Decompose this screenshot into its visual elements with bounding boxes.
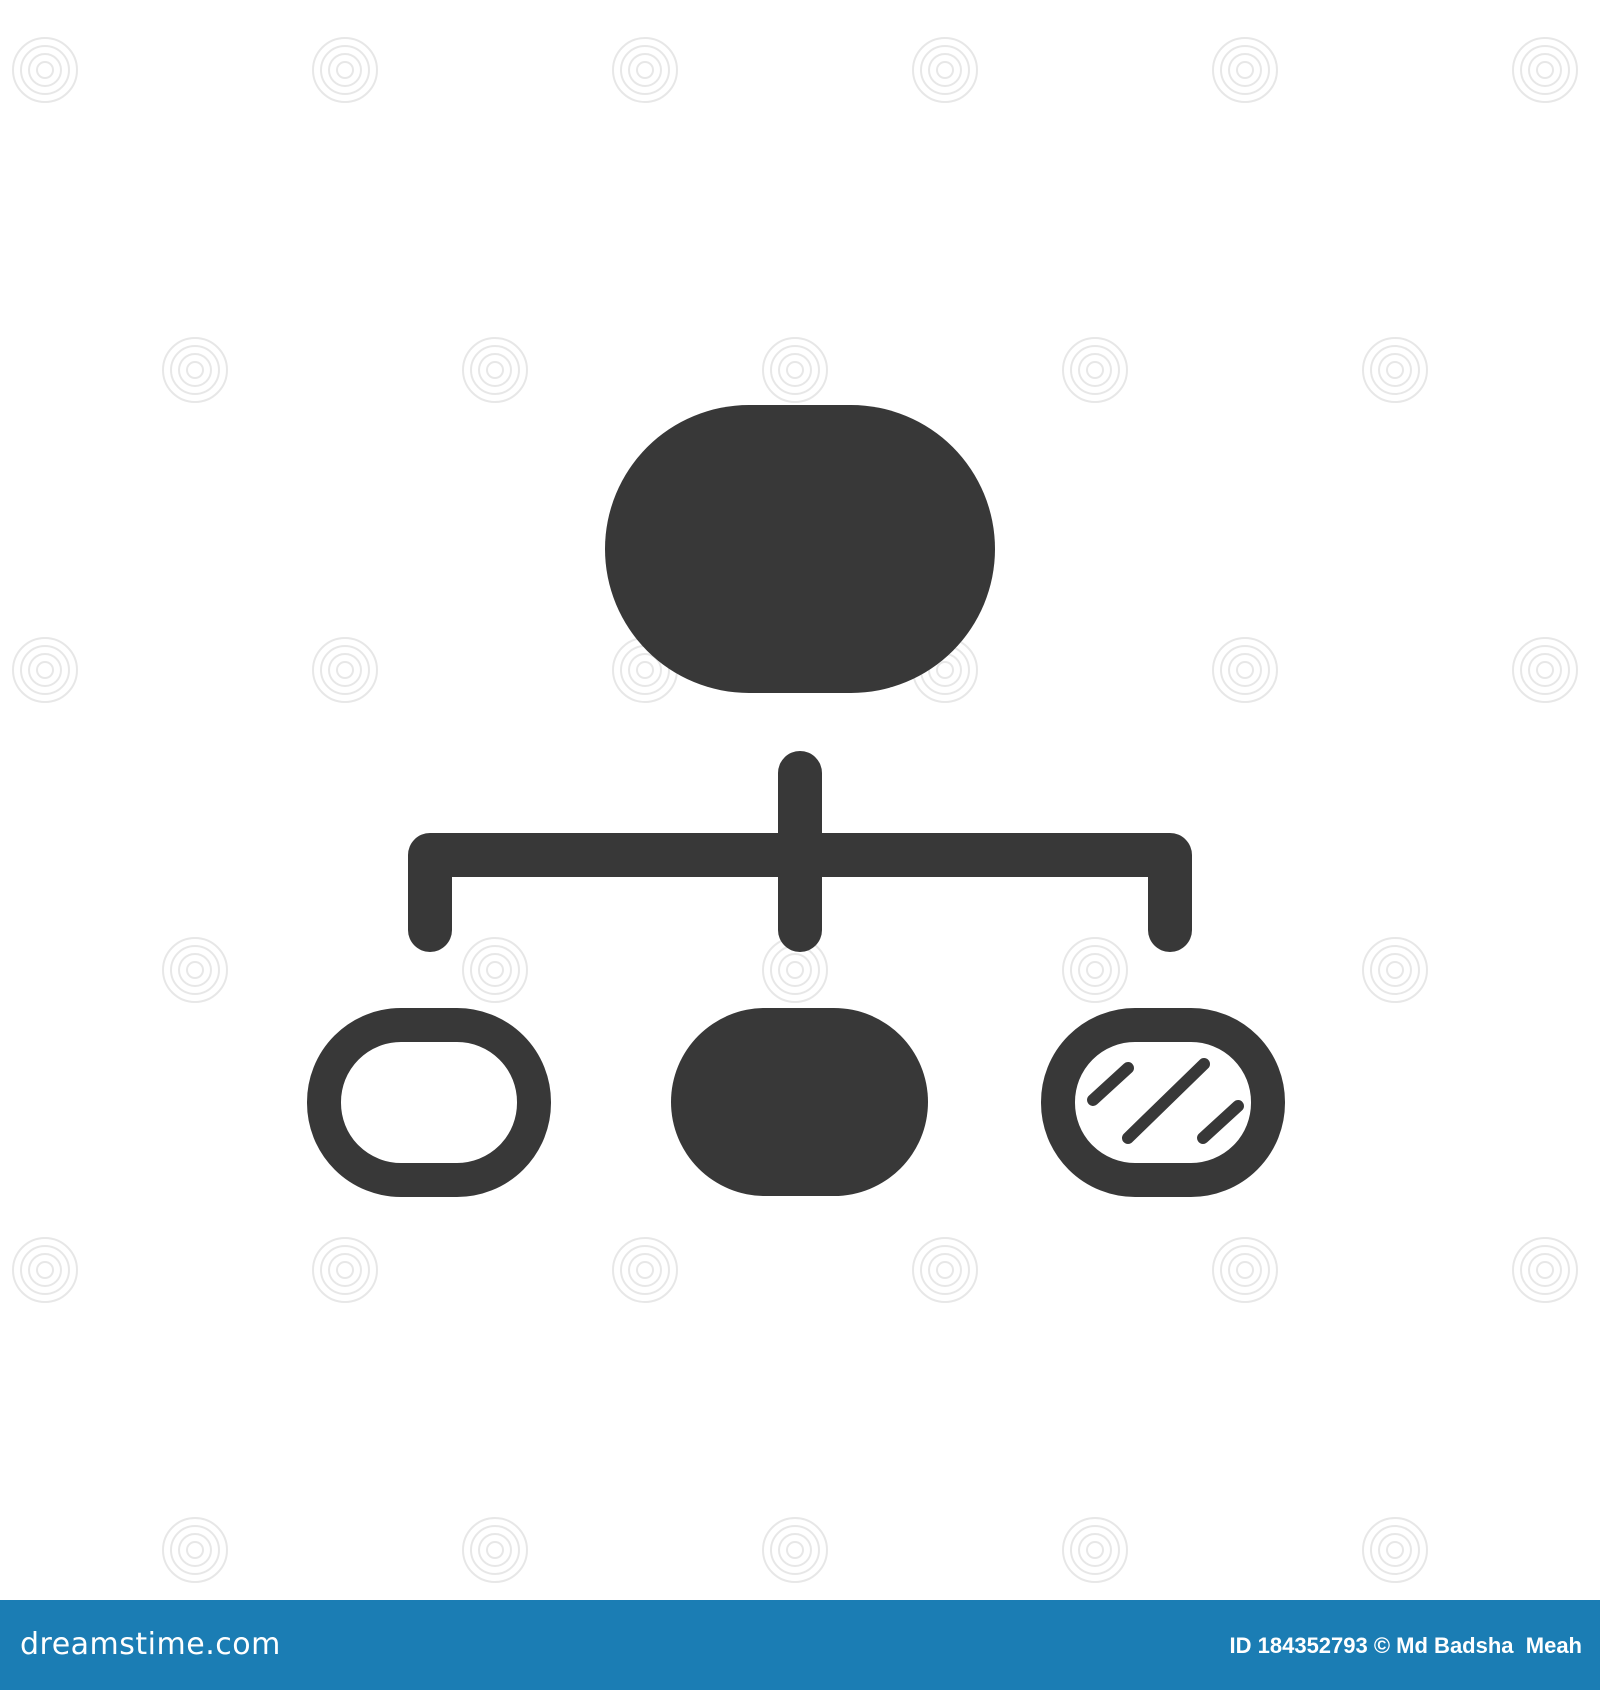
footer-bar: dreamstime.com ID 184352793 © Md Badsha … bbox=[0, 1600, 1600, 1690]
hierarchy-structure-icon bbox=[307, 405, 1285, 1197]
hatch-lines bbox=[1087, 1058, 1244, 1144]
bottom-right-node bbox=[1041, 1008, 1285, 1197]
top-node bbox=[605, 405, 995, 693]
connector-lines bbox=[408, 751, 1192, 952]
bottom-center-node bbox=[671, 1008, 928, 1196]
dreamstime-logo: dreamstime.com bbox=[20, 1627, 281, 1662]
image-credit: ID 184352793 © Md Badsha Meah bbox=[1229, 1633, 1582, 1658]
bottom-left-node bbox=[307, 1008, 551, 1197]
